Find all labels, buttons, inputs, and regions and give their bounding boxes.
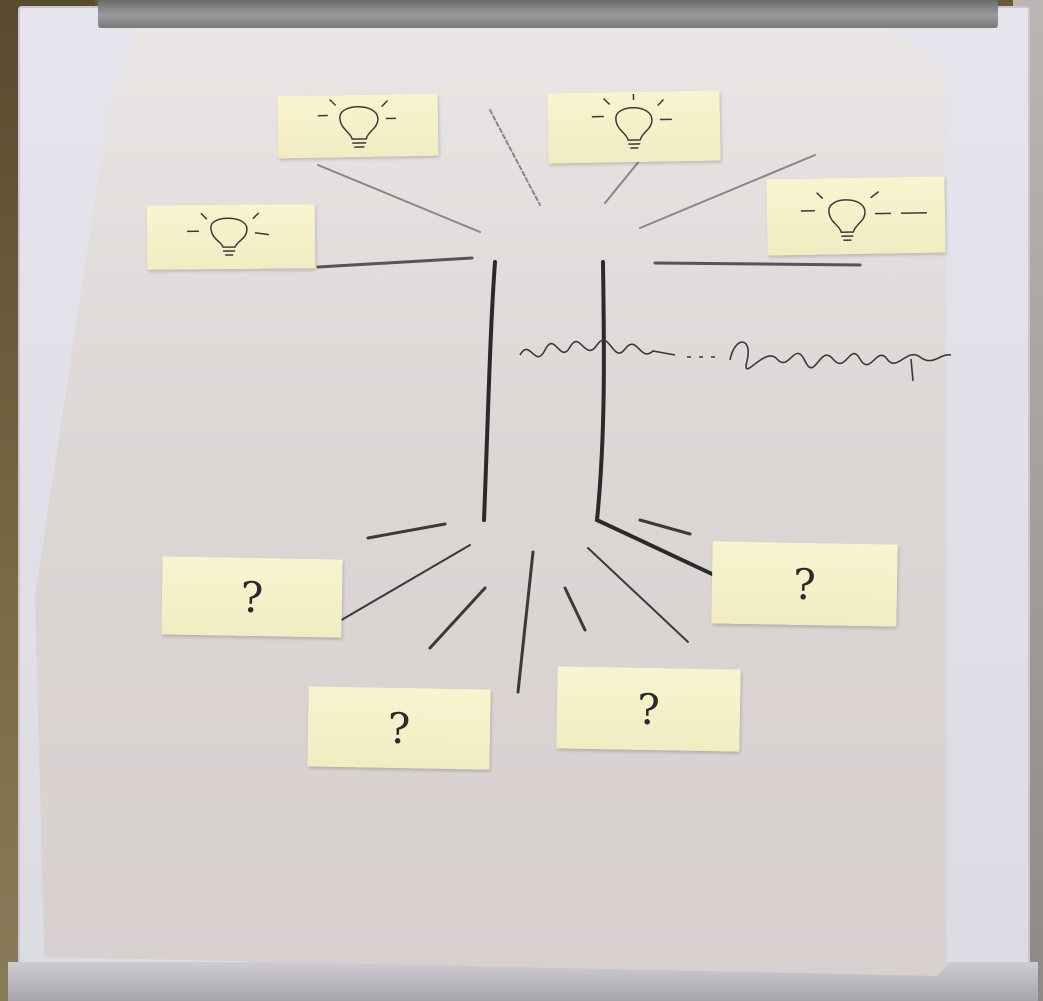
- branch-line: [317, 164, 481, 233]
- sticky-note-question: ?: [711, 541, 898, 627]
- sticky-note-lightbulb: [146, 204, 316, 270]
- handwritten-scribble: [519, 339, 952, 382]
- root-line: [587, 547, 689, 643]
- question-mark: ?: [792, 559, 817, 609]
- sticky-note-question: ?: [556, 666, 741, 752]
- branch-line: [604, 159, 641, 204]
- lightbulb-icon: [766, 176, 945, 255]
- root-line: [516, 550, 535, 694]
- branch-line: [489, 109, 541, 206]
- lightbulb-icon: [147, 204, 316, 269]
- sticky-note-question: ?: [307, 686, 491, 770]
- root-line: [366, 522, 447, 540]
- question-mark: ?: [636, 684, 661, 734]
- flipchart-clip: [98, 0, 998, 28]
- root-line: [638, 518, 692, 536]
- branch-line: [653, 261, 862, 267]
- trunk-right: [594, 260, 714, 576]
- sticky-note-lightbulb: [277, 93, 439, 159]
- sticky-note-lightbulb: [766, 176, 946, 256]
- question-mark: ?: [240, 572, 264, 622]
- branch-line: [316, 256, 474, 269]
- lightbulb-icon: [547, 91, 720, 164]
- root-line: [563, 586, 587, 632]
- lightbulb-icon: [277, 94, 438, 159]
- trunk-left: [482, 260, 497, 522]
- branch-line: [639, 154, 816, 229]
- root-line: [428, 586, 487, 650]
- sticky-note-question: ?: [161, 556, 343, 638]
- root-line: [337, 544, 471, 623]
- sticky-note-lightbulb: [547, 90, 721, 164]
- question-mark: ?: [387, 703, 411, 753]
